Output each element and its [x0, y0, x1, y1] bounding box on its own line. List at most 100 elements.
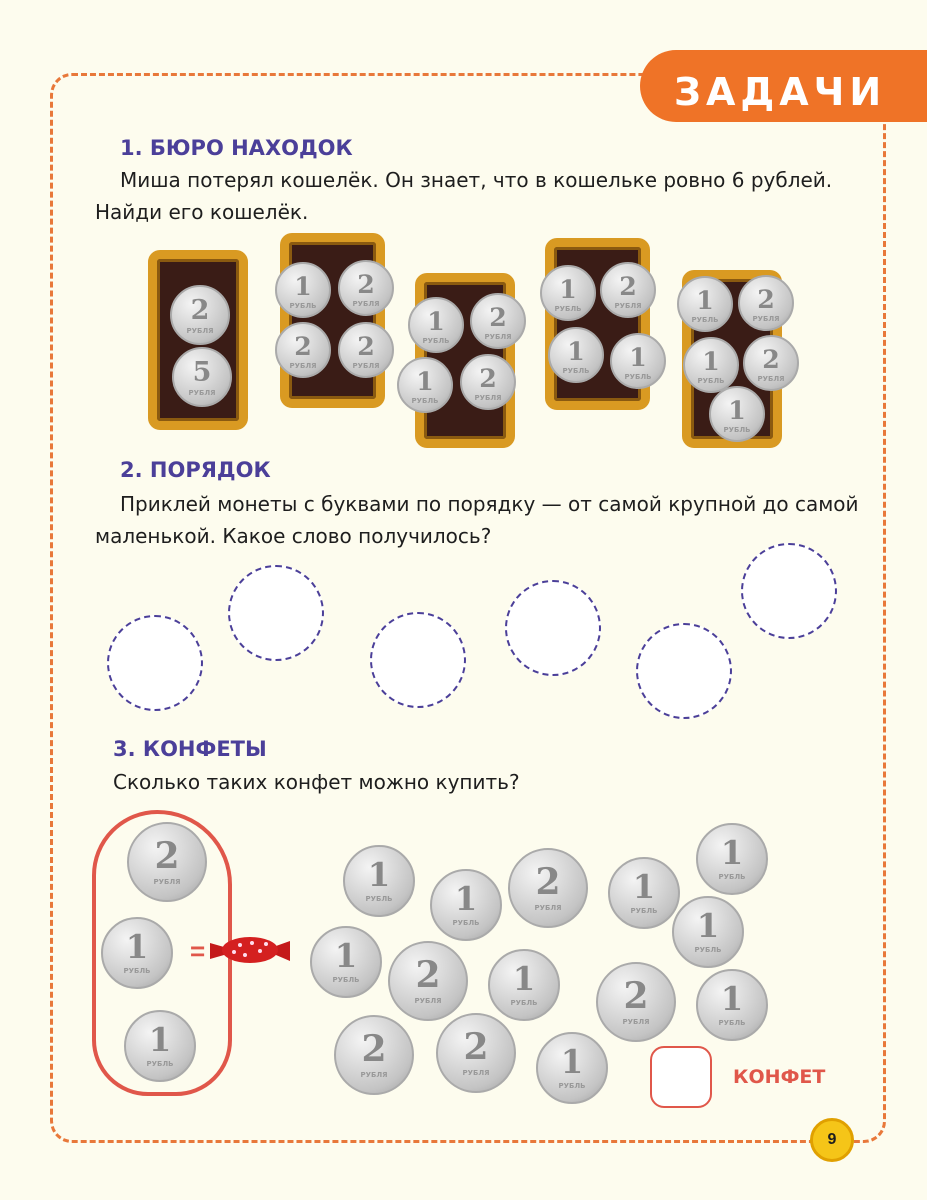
coin-value: 2 — [415, 953, 441, 996]
coin-word: РУБЛЯ — [752, 314, 780, 323]
coin-value: 1 — [416, 365, 434, 396]
coin-value: 2 — [757, 283, 775, 314]
coin-value: 1 — [512, 959, 536, 998]
coin-word: РУБЛЯ — [289, 361, 317, 370]
coin-slot[interactable] — [370, 612, 466, 708]
coin-word: РУБЛЯ — [462, 1068, 490, 1077]
coin-word: РУБЛЬ — [630, 907, 658, 916]
coin-slot[interactable] — [107, 615, 203, 711]
coin-word: РУБЛЬ — [554, 304, 582, 313]
task2-title: 2. ПОРЯДОК — [120, 458, 271, 482]
coin-value: 2 — [463, 1025, 489, 1068]
coin-word: РУБЛЯ — [474, 393, 502, 402]
coin-word: РУБЛЯ — [534, 903, 562, 912]
coin-value: 1 — [567, 335, 585, 366]
task3-text: Сколько таких конфет можно купить? — [113, 770, 520, 794]
task2-text-2: маленькой. Какое слово получилось? — [95, 524, 492, 548]
coin-value: 2 — [762, 343, 780, 374]
coin-value: 2 — [623, 974, 649, 1017]
coin-word: РУБЛЯ — [188, 389, 216, 398]
coin-value: 1 — [629, 341, 647, 372]
coin-value: 2 — [489, 301, 507, 332]
coin-slot[interactable] — [505, 580, 601, 676]
task1-text-2: Найди его кошелёк. — [95, 200, 309, 224]
task2-text: Приклей монеты с буквами по порядку — от… — [120, 492, 859, 516]
coin-value: 1 — [728, 394, 746, 425]
coin-value: 5 — [192, 357, 212, 389]
candy-icon — [210, 937, 290, 963]
coin-value: 1 — [454, 879, 478, 918]
coin-slot[interactable] — [636, 623, 732, 719]
coin-value: 1 — [632, 867, 656, 906]
task1-text: Миша потерял кошелёк. Он знает, что в ко… — [120, 168, 833, 192]
coin-value: 2 — [190, 295, 210, 327]
task3-title: 3. КОНФЕТЫ — [113, 737, 267, 761]
coin-word: РУБЛЬ — [332, 976, 360, 985]
coin-value: 1 — [367, 855, 391, 894]
coin-word: РУБЛЬ — [411, 396, 439, 405]
coin-word: РУБЛЬ — [146, 1060, 174, 1069]
coin-value: 1 — [720, 979, 744, 1018]
answer-box[interactable] — [650, 1046, 712, 1108]
coin-word: РУБЛЬ — [697, 376, 725, 385]
coin-value: 1 — [427, 305, 445, 336]
coin-value: 2 — [294, 330, 312, 361]
coin-word: РУБЛЬ — [718, 873, 746, 882]
coin-word: РУБЛЬ — [365, 895, 393, 904]
coin-slot[interactable] — [741, 543, 837, 639]
coin-word: РУБЛЯ — [414, 996, 442, 1005]
coin-value: 2 — [479, 362, 497, 393]
coin-word: РУБЛЬ — [694, 946, 722, 955]
coin-word: РУБЛЬ — [123, 967, 151, 976]
coin-value: 2 — [619, 270, 637, 301]
coin-word: РУБЛЬ — [718, 1019, 746, 1028]
coin-value: 1 — [334, 936, 358, 975]
coin-value: 2 — [361, 1027, 387, 1070]
coin-word: РУБЛЯ — [186, 327, 214, 336]
coin-word: РУБЛЬ — [723, 425, 751, 434]
coin-value: 1 — [560, 1042, 584, 1081]
coin-word: РУБЛЬ — [510, 999, 538, 1008]
coin-value: 2 — [357, 330, 375, 361]
coin-word: РУБЛЯ — [622, 1017, 650, 1026]
coin-value: 1 — [294, 270, 312, 301]
coin-slot[interactable] — [228, 565, 324, 661]
coin-word: РУБЛЯ — [352, 361, 380, 370]
coin-word: РУБЛЯ — [153, 877, 181, 886]
coin-word: РУБЛЯ — [614, 301, 642, 310]
coin-word: РУБЛЯ — [484, 332, 512, 341]
coin-value: 1 — [148, 1020, 172, 1059]
answer-label: КОНФЕТ — [733, 1066, 826, 1088]
coin-word: РУБЛЯ — [757, 374, 785, 383]
equals-sign: = — [190, 936, 206, 966]
coin-value: 1 — [702, 345, 720, 376]
coin-word: РУБЛЯ — [360, 1070, 388, 1079]
coin-word: РУБЛЯ — [352, 299, 380, 308]
